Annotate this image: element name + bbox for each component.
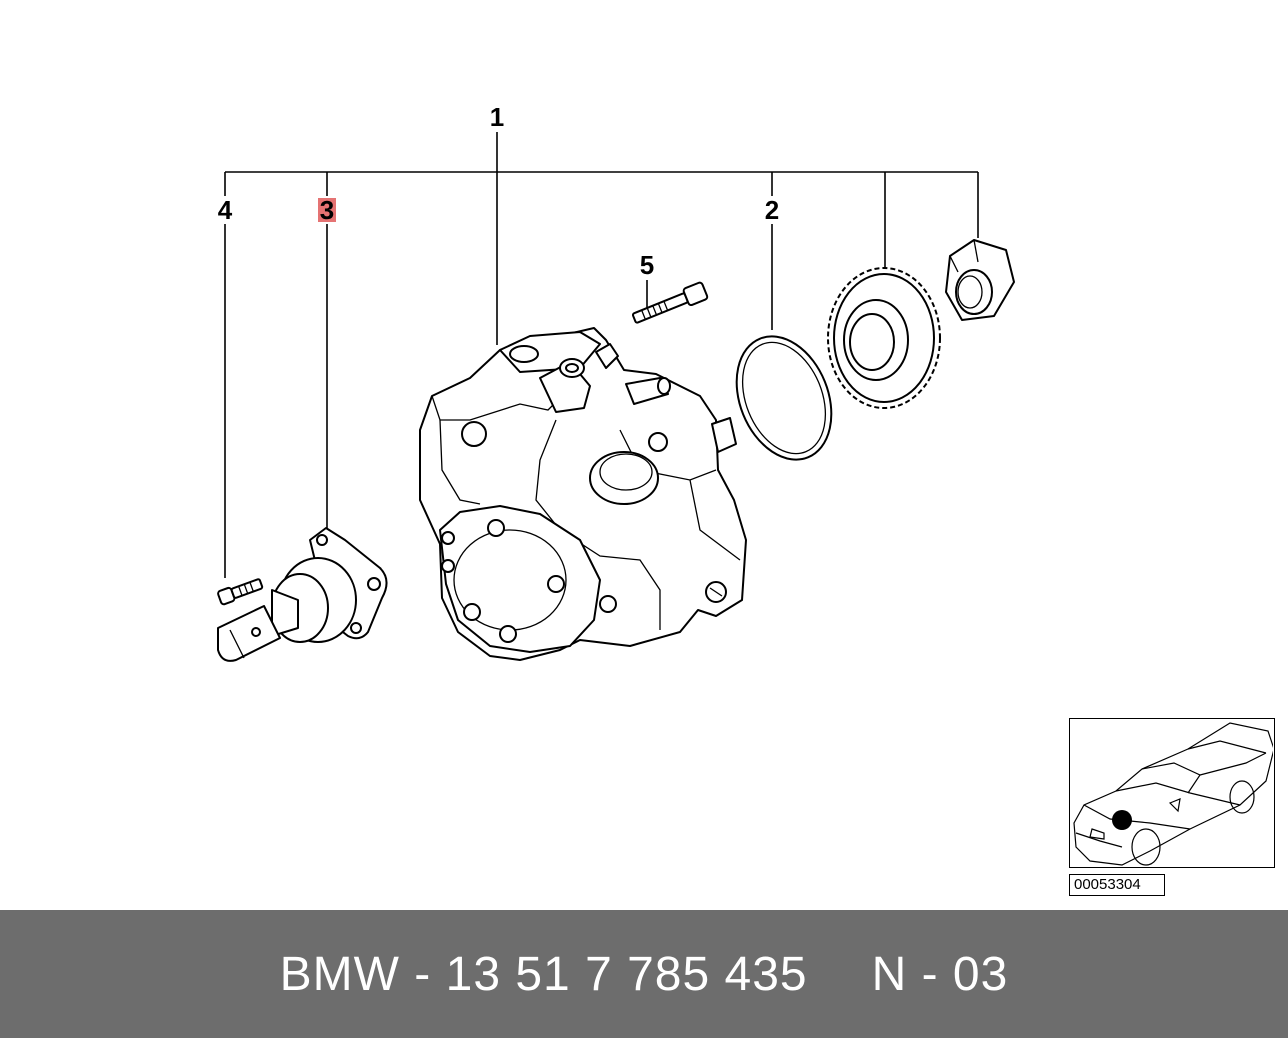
reference-code: 00053304 (1069, 874, 1165, 896)
pressure-valve-part-3[interactable] (217, 527, 388, 662)
high-pressure-pump-part-1[interactable] (419, 327, 747, 661)
bolt-part-5[interactable] (631, 281, 709, 327)
callout-2[interactable]: 2 (765, 195, 779, 225)
location-marker-icon (1112, 810, 1132, 830)
callout-3-highlight (318, 198, 336, 222)
callout-4[interactable]: 4 (218, 195, 233, 225)
o-ring-part-2[interactable] (719, 322, 849, 474)
callout-5[interactable]: 5 (640, 250, 654, 280)
vehicle-location-thumbnail (1069, 718, 1275, 868)
part-number: BMW - 13 51 7 785 435 (279, 947, 808, 1001)
drive-gear[interactable] (827, 267, 941, 409)
screw-part-4[interactable] (217, 577, 264, 606)
footer-bar: BMW - 13 51 7 785 435 N - 03 (0, 910, 1288, 1038)
car-outline-icon (1073, 722, 1275, 866)
hex-nut[interactable] (945, 239, 1015, 321)
callout-3[interactable]: 3 (320, 195, 334, 225)
callout-1[interactable]: 1 (490, 102, 504, 132)
parts-diagram: 1 2 3 4 5 (217, 102, 1015, 662)
leader-lines (224, 132, 979, 578)
variant-code: N - 03 (871, 947, 1009, 1001)
